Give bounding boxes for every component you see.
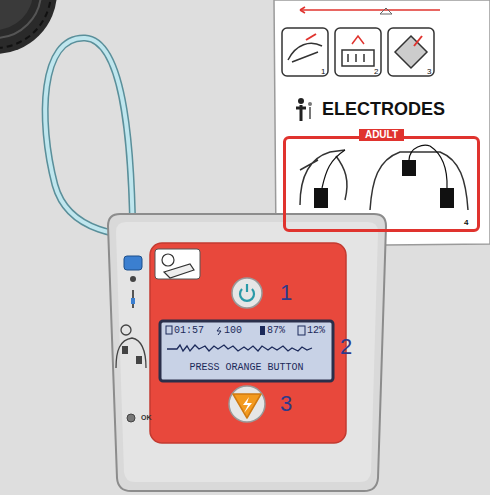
electrode-package: ELECTRODESADULT4 — [274, 0, 490, 246]
lcd-screen: 01:57 100 87% 12% PRESS ORANGE BUTTON — [160, 321, 333, 381]
electrode-package — [274, 0, 490, 246]
step-number: 3 — [427, 68, 431, 76]
aed-device — [108, 214, 386, 491]
step-number: 2 — [374, 68, 378, 76]
node-text: ELECTRODES — [322, 100, 445, 118]
adult-pad-box: ADULT4 — [283, 136, 480, 232]
node-text: 4 — [464, 219, 468, 227]
callout-number: 1 — [280, 282, 292, 304]
node-text: 12% — [307, 326, 325, 336]
node-text: 01:57 — [174, 326, 204, 336]
status-label: OK — [141, 414, 152, 421]
node-text: 87% — [267, 326, 285, 336]
tyre — [0, 0, 57, 54]
node-text: 100 — [224, 326, 242, 336]
callout-number: 2 — [340, 336, 352, 358]
callout-number: 3 — [280, 393, 292, 415]
step-number: 1 — [321, 68, 325, 76]
node-text: ADULT — [359, 129, 404, 141]
node-text: PRESS ORANGE BUTTON — [189, 363, 303, 373]
